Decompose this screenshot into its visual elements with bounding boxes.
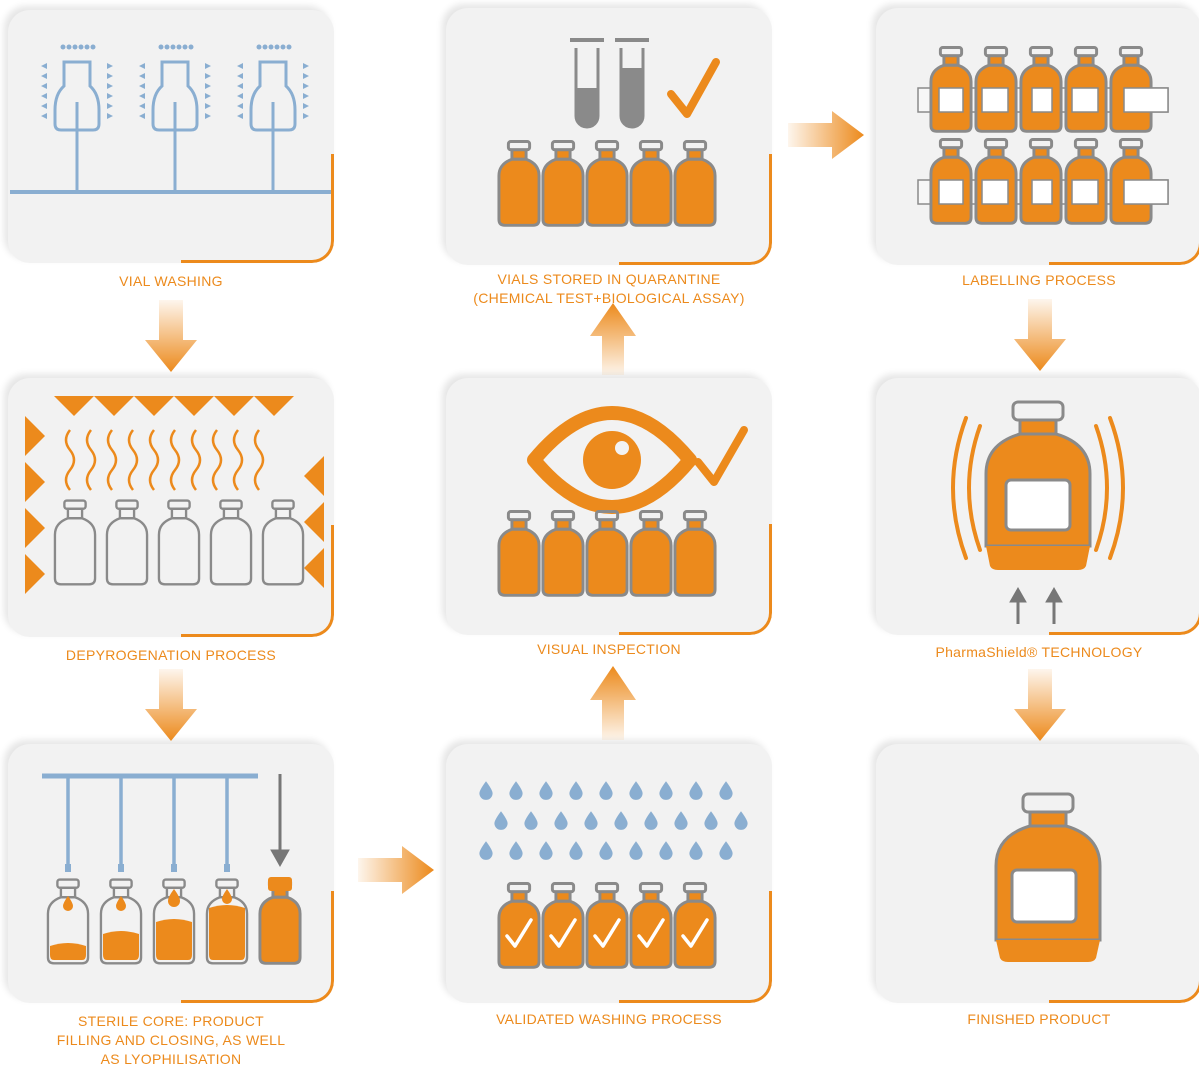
finished-bottle-icon [994, 792, 1102, 962]
step-panel-depyrogenation [8, 378, 334, 637]
step-label-quarantine: VIALS STORED IN QUARANTINE (CHEMICAL TES… [473, 271, 745, 306]
step-label-depyrogenation: DEPYROGENATION PROCESS [65, 647, 277, 663]
step-label-pharmashield: PharmaShield® TECHNOLOGY [935, 644, 1143, 660]
arrow-up-icon [590, 303, 636, 375]
step-label-labelling: LABELLING PROCESS [962, 272, 1116, 288]
filling-needles-icon [42, 773, 302, 965]
test-tubes-check-icon [497, 38, 720, 227]
eye-check-icon [497, 406, 748, 597]
step-label-vial-washing: VIAL WASHING [119, 273, 223, 289]
step-panel-labelling [876, 8, 1199, 265]
spray-washing-icon [10, 44, 334, 194]
arrow-right-icon [358, 846, 434, 894]
step-label-sterile-core: STERILE CORE: PRODUCT FILLING AND CLOSIN… [56, 1013, 286, 1067]
step-panel-finished [876, 744, 1199, 1003]
step-panel-quarantine [446, 8, 772, 265]
step-panel-sterile-core [8, 744, 334, 1003]
heated-vials-icon [25, 396, 324, 594]
step-label-validated-washing: VALIDATED WASHING PROCESS [496, 1011, 722, 1027]
arrow-right-icon [788, 111, 864, 159]
labelled-vials-icon [917, 46, 1169, 225]
arrow-down-icon [145, 300, 197, 372]
water-drops-checked-vials-icon [479, 781, 748, 969]
arrow-down-icon [1014, 299, 1066, 371]
arrow-up-icon [590, 666, 636, 740]
step-panel-vial-washing [8, 10, 334, 263]
step-label-finished: FINISHED PRODUCT [967, 1011, 1111, 1027]
step-label-visual-inspection: VISUAL INSPECTION [537, 641, 681, 657]
step-panel-visual-inspection [446, 378, 772, 635]
step-panel-pharmashield [876, 378, 1199, 635]
shielded-bottle-icon [951, 400, 1125, 624]
arrow-down-icon [145, 669, 197, 741]
step-panel-validated-washing [446, 744, 772, 1003]
arrow-down-icon [1014, 669, 1066, 741]
